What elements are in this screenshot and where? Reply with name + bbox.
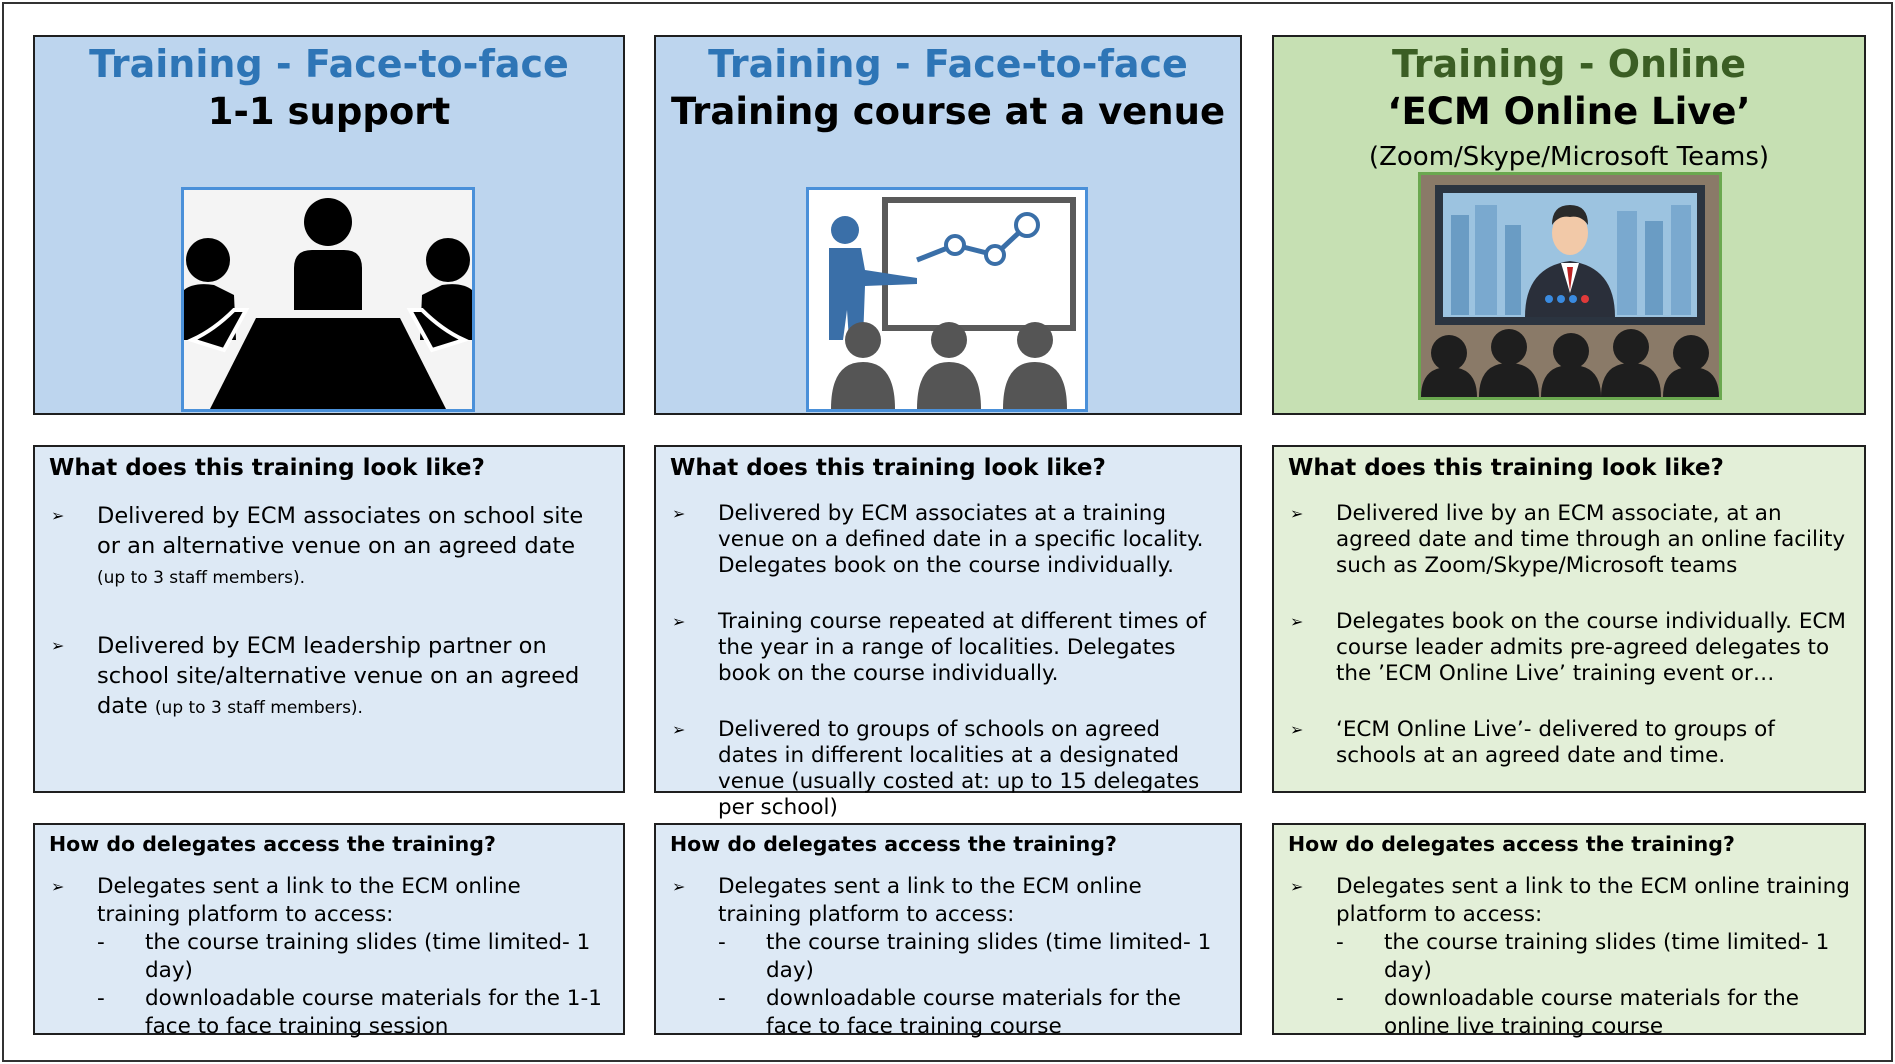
card-title: Training - Face-to-face bbox=[708, 42, 1188, 86]
list-item: ➢Delegates sent a link to the ECM online… bbox=[670, 873, 1226, 1041]
sub-list: the course training slides (time limited… bbox=[97, 929, 609, 1041]
card-subtitle: ‘ECM Online Live’ bbox=[1387, 90, 1751, 133]
presenter-chart-icon bbox=[806, 187, 1088, 412]
bullet-list: ➢Delegates sent a link to the ECM online… bbox=[656, 873, 1240, 1041]
list-item: ➢Delivered by ECM associates at a traini… bbox=[672, 501, 1204, 578]
list-item: ➢Delegates book on the course individual… bbox=[1290, 609, 1846, 686]
arrow-bullet-icon: ➢ bbox=[1290, 612, 1304, 631]
arrow-bullet-icon: ➢ bbox=[1290, 504, 1304, 523]
arrow-bullet-icon: ➢ bbox=[672, 720, 686, 739]
access-training-online: How do delegates access the training? ➢D… bbox=[1272, 823, 1866, 1039]
arrow-bullet-icon: ➢ bbox=[1290, 720, 1304, 739]
card-title: Training - Online bbox=[1392, 42, 1746, 86]
card-header-1-1-support: Training - Face-to-face 1-1 support bbox=[33, 35, 625, 415]
arrow-bullet-icon: ➢ bbox=[672, 877, 686, 896]
list-item: ➢Delivered by ECM leadership partner on … bbox=[51, 633, 580, 719]
bullet-list: ➢Delivered live by an ECM associate, at … bbox=[1274, 501, 1864, 769]
sub-list-item: the course training slides (time limited… bbox=[97, 929, 609, 985]
arrow-bullet-icon: ➢ bbox=[51, 877, 65, 896]
arrow-bullet-icon: ➢ bbox=[51, 636, 65, 655]
list-item: ➢Delivered by ECM associates on school s… bbox=[51, 503, 584, 588]
meeting-table-icon bbox=[181, 187, 475, 412]
access-training-1-1: How do delegates access the training? ➢D… bbox=[33, 823, 625, 1039]
card-subtitle: 1-1 support bbox=[207, 90, 451, 133]
bullet-list: ➢Delivered by ECM associates at a traini… bbox=[656, 501, 1240, 821]
list-item: ➢Delivered to groups of schools on agree… bbox=[672, 717, 1200, 820]
arrow-bullet-icon: ➢ bbox=[1290, 877, 1304, 896]
sub-list-item: downloadable course materials for the 1-… bbox=[97, 985, 609, 1041]
section-heading: How do delegates access the training? bbox=[49, 832, 496, 856]
what-it-looks-like-venue: What does this training look like? ➢Deli… bbox=[654, 445, 1242, 820]
sub-list-item: downloadable course materials for the fa… bbox=[718, 985, 1226, 1041]
list-item: ➢Delivered live by an ECM associate, at … bbox=[1290, 501, 1846, 578]
card-subtitle: Training course at a venue bbox=[670, 90, 1226, 133]
arrow-bullet-icon: ➢ bbox=[672, 504, 686, 523]
sub-list-item: the course training slides (time limited… bbox=[718, 929, 1226, 985]
card-title: Training - Face-to-face bbox=[89, 42, 569, 86]
list-item: ➢Training course repeated at different t… bbox=[672, 609, 1207, 686]
sub-list: the course training slides (time limited… bbox=[1336, 929, 1850, 1041]
sub-list-item: the course training slides (time limited… bbox=[1336, 929, 1850, 985]
card-platform-note: (Zoom/Skype/Microsoft Teams) bbox=[1368, 142, 1770, 172]
list-item: ➢Delegates sent a link to the ECM online… bbox=[1288, 873, 1850, 1041]
list-item: ➢Delegates sent a link to the ECM online… bbox=[49, 873, 609, 1041]
sub-list: the course training slides (time limited… bbox=[718, 929, 1226, 1041]
bullet-list: ➢Delegates sent a link to the ECM online… bbox=[35, 873, 623, 1041]
section-heading: How do delegates access the training? bbox=[1288, 832, 1735, 856]
what-it-looks-like-online: What does this training look like? ➢Deli… bbox=[1272, 445, 1866, 793]
what-it-looks-like-1-1: What does this training look like? ➢Deli… bbox=[33, 445, 625, 793]
arrow-bullet-icon: ➢ bbox=[672, 612, 686, 631]
card-header-venue: Training - Face-to-face Training course … bbox=[654, 35, 1242, 415]
section-heading: How do delegates access the training? bbox=[670, 832, 1117, 856]
bullet-list: ➢Delivered by ECM associates on school s… bbox=[35, 501, 623, 723]
section-heading: What does this training look like? bbox=[670, 455, 1106, 481]
bullet-list: ➢Delegates sent a link to the ECM online… bbox=[1274, 873, 1864, 1041]
access-training-venue: How do delegates access the training? ➢D… bbox=[654, 823, 1242, 1039]
sub-list-item: downloadable course materials for the on… bbox=[1336, 985, 1850, 1041]
section-heading: What does this training look like? bbox=[1288, 455, 1724, 481]
section-heading: What does this training look like? bbox=[49, 455, 485, 481]
arrow-bullet-icon: ➢ bbox=[51, 506, 65, 525]
card-header-online: Training - Online ‘ECM Online Live’ (Zoo… bbox=[1272, 35, 1866, 415]
video-conference-icon bbox=[1418, 172, 1722, 400]
list-item: ➢‘ECM Online Live’- delivered to groups … bbox=[1290, 717, 1775, 768]
